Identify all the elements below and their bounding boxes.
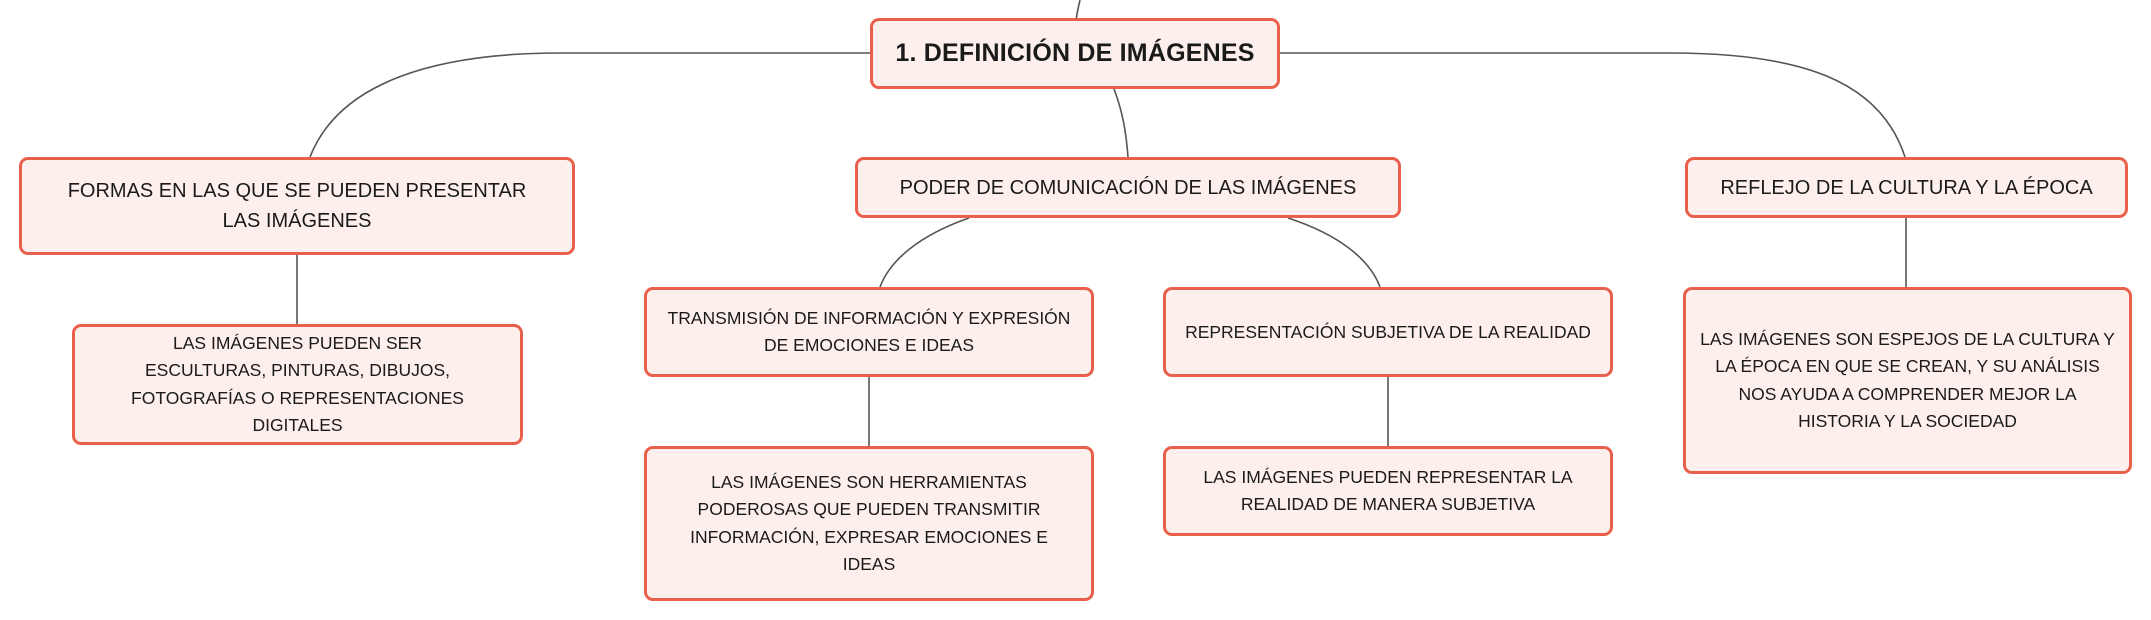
subtopic-transmision[interactable]: TRANSMISIÓN DE INFORMACIÓN Y EXPRESIÓN D… <box>644 287 1094 377</box>
detail-formas[interactable]: LAS IMÁGENES PUEDEN SER ESCULTURAS, PINT… <box>72 324 523 445</box>
topic-formas-label: FORMAS EN LAS QUE SE PUEDEN PRESENTAR LA… <box>67 180 527 232</box>
connector-root-poder <box>1113 88 1129 158</box>
connector-parent-root <box>1075 0 1081 21</box>
detail-reflejo-text: LAS IMÁGENES SON ESPEJOS DE LA CULTURA Y… <box>1700 328 2115 432</box>
topic-poder[interactable]: PODER DE COMUNICACIÓN DE LAS IMÁGENES <box>855 157 1401 218</box>
subtopic-transmision-label: TRANSMISIÓN DE INFORMACIÓN Y EXPRESIÓN D… <box>667 308 1071 355</box>
detail-representacion[interactable]: LAS IMÁGENES PUEDEN REPRESENTAR LA REALI… <box>1163 446 1613 536</box>
subtopic-representacion-label: REPRESENTACIÓN SUBJETIVA DE LA REALIDAD <box>1185 321 1591 342</box>
root-topic[interactable]: 1. DEFINICIÓN DE IMÁGENES <box>870 18 1280 89</box>
topic-formas[interactable]: FORMAS EN LAS QUE SE PUEDEN PRESENTAR LA… <box>19 157 575 255</box>
root-topic-label: 1. DEFINICIÓN DE IMÁGENES <box>895 39 1255 67</box>
detail-representacion-text: LAS IMÁGENES PUEDEN REPRESENTAR LA REALI… <box>1203 466 1573 515</box>
topic-poder-label: PODER DE COMUNICACIÓN DE LAS IMÁGENES <box>899 176 1357 199</box>
detail-transmision[interactable]: LAS IMÁGENES SON HERRAMIENTAS PODEROSAS … <box>644 446 1094 601</box>
detail-transmision-text: LAS IMÁGENES SON HERRAMIENTAS PODEROSAS … <box>690 471 1048 575</box>
connector-poder-transmision <box>879 217 970 288</box>
connector-root-formas <box>309 52 873 158</box>
topic-reflejo-label: REFLEJO DE LA CULTURA Y LA ÉPOCA <box>1720 176 2093 199</box>
detail-formas-text: LAS IMÁGENES PUEDEN SER ESCULTURAS, PINT… <box>131 332 464 436</box>
connector-root-reflejo <box>1280 52 1906 158</box>
subtopic-representacion[interactable]: REPRESENTACIÓN SUBJETIVA DE LA REALIDAD <box>1163 287 1613 377</box>
connector-poder-representacion <box>1287 217 1381 288</box>
topic-reflejo[interactable]: REFLEJO DE LA CULTURA Y LA ÉPOCA <box>1685 157 2128 218</box>
detail-reflejo[interactable]: LAS IMÁGENES SON ESPEJOS DE LA CULTURA Y… <box>1683 287 2132 474</box>
